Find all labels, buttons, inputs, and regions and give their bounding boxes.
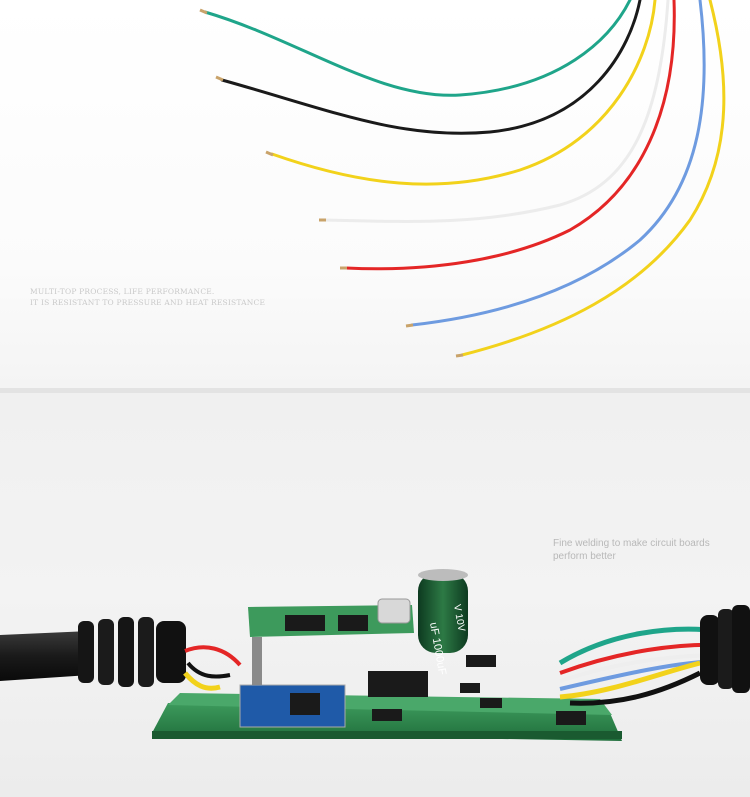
black-wire <box>220 0 642 135</box>
capacitor-top <box>418 569 468 581</box>
bottom-caption: Fine welding to make circuit boards perf… <box>553 537 710 563</box>
capacitor-label-2: V 10V <box>451 604 467 633</box>
white-wire <box>323 0 670 223</box>
green-wire <box>203 0 632 97</box>
left-strain-relief <box>78 617 186 687</box>
left-red-wire <box>184 645 242 667</box>
right-yellow-wire <box>559 660 701 700</box>
bottom-caption-line1: Fine welding to make circuit boards <box>553 538 710 549</box>
small-chip-2 <box>460 683 480 693</box>
daughter-chip-2 <box>338 615 368 631</box>
wires-photo-panel: MULTI-TOP PROCESS, LIFE PERFORMANCE. IT … <box>0 0 750 388</box>
crystal <box>377 598 411 624</box>
left-yellow-wire <box>183 671 221 691</box>
wires-illustration <box>199 0 726 358</box>
circuit-board-illustration: uF 1000uF V 10V <box>0 569 750 741</box>
small-chip-5 <box>466 655 496 667</box>
main-chip <box>368 671 428 697</box>
right-strain-relief <box>700 605 750 693</box>
small-chip-3 <box>480 698 502 708</box>
bluetooth-chip <box>290 693 320 715</box>
small-chip-4 <box>556 711 586 725</box>
left-cable <box>0 631 90 681</box>
right-white-wire <box>559 653 723 683</box>
header-pins <box>252 637 262 685</box>
yellow-wire-2-tip <box>455 353 464 358</box>
right-black-wire <box>569 670 702 706</box>
yellow-wire-tip <box>265 150 274 157</box>
top-caption-line2: IT IS RESISTANT TO PRESSURE AND HEAT RES… <box>30 298 266 307</box>
daughter-chip <box>285 615 325 631</box>
pcb-edge <box>152 731 622 739</box>
red-wire <box>344 0 676 271</box>
black-wire-tip <box>215 75 224 82</box>
top-caption-line1: MULTI-TOP PROCESS, LIFE PERFORMANCE. <box>30 287 215 296</box>
bottom-caption-line2: perform better <box>553 551 616 562</box>
blue-wire-tip <box>405 323 414 328</box>
circuit-board-photo-panel: uF 1000uF V 10V Fine welding to make cir… <box>0 393 750 797</box>
small-chip-1 <box>372 709 402 721</box>
yellow-wire-2 <box>460 0 726 357</box>
blue-wire <box>410 0 706 327</box>
top-caption: MULTI-TOP PROCESS, LIFE PERFORMANCE. IT … <box>30 286 265 308</box>
left-black-wire <box>186 661 231 679</box>
panel-divider <box>0 388 750 393</box>
green-wire-tip <box>199 8 208 15</box>
capacitor <box>418 573 468 653</box>
yellow-wire <box>270 0 657 186</box>
